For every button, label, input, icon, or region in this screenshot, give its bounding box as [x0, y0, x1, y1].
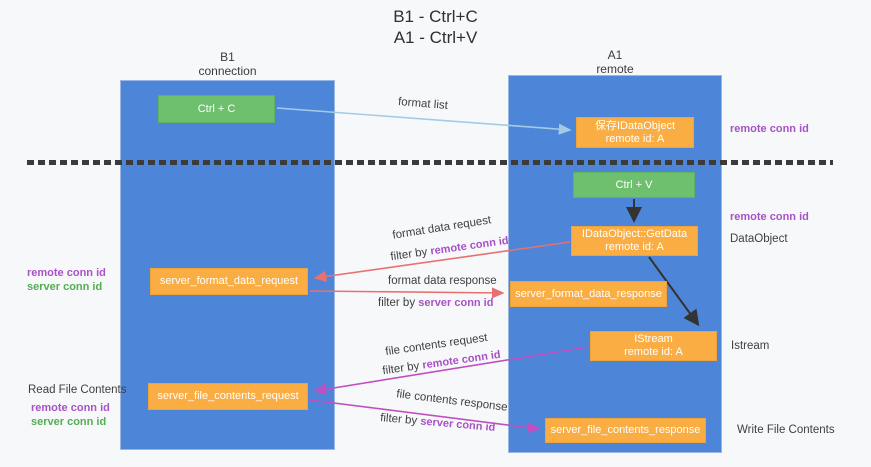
filter-by-text: filter by — [381, 359, 424, 378]
write-file-contents-annotation: Write File Contents — [737, 424, 835, 436]
diagram-title: B1 - Ctrl+C A1 - Ctrl+V — [0, 6, 871, 48]
ctrl-v-node: Ctrl + V — [573, 172, 695, 198]
conn-id-annotation-left-bottom: remote conn id server conn id — [31, 401, 110, 429]
getdata-node: IDataObject::GetData remote id: A — [571, 226, 698, 256]
server-file-contents-response-node: server_file_contents_response — [545, 418, 706, 443]
format-data-request-label: format data request — [391, 214, 493, 242]
title-line-2: A1 - Ctrl+V — [393, 28, 478, 47]
format-data-response-label: format data response — [388, 275, 497, 287]
lane-a1-name: A1 — [607, 48, 623, 62]
server-file-contents-request-node: server_file_contents_request — [148, 383, 308, 410]
remote-conn-id-text: remote conn id — [31, 402, 110, 414]
filter-by-text: filter by — [378, 297, 419, 309]
dataobject-annotation: DataObject — [730, 233, 788, 245]
server-conn-id-text: server conn id — [31, 416, 107, 428]
istream-annotation: Istream — [731, 340, 770, 352]
lane-header-b1: B1 connection — [120, 50, 335, 78]
filter-by-text: filter by — [379, 411, 421, 428]
lane-b1-name: B1 — [220, 50, 235, 64]
server-conn-id-text: server conn id — [419, 415, 496, 435]
file-contents-response-label: file contents response — [395, 388, 509, 414]
remote-conn-id-text: remote conn id — [421, 348, 502, 372]
ctrl-c-label: Ctrl + C — [197, 102, 236, 115]
remote-conn-id-text: remote conn id — [27, 267, 106, 279]
istream-label: IStream — [634, 333, 673, 345]
format-data-response-filter-label: filter by server conn id — [378, 297, 493, 309]
remote-conn-id-text: remote conn id — [429, 234, 510, 258]
server-format-data-request-node: server_format_data_request — [150, 268, 308, 295]
server-format-data-request-label: server_format_data_request — [159, 275, 299, 287]
file-contents-response-filter-label: filter by server conn id — [380, 412, 496, 434]
getdata-remote-id: remote id: A — [605, 241, 664, 253]
remote-conn-id-annotation-mid: remote conn id — [730, 211, 809, 223]
save-idataobject-remote-id: remote id: A — [605, 132, 665, 145]
remote-conn-id-annotation-top: remote conn id — [730, 123, 809, 135]
getdata-label: IDataObject::GetData — [581, 228, 688, 240]
server-conn-id-text: server conn id — [418, 297, 494, 309]
lane-b1-subtitle: connection — [198, 64, 257, 78]
server-format-data-response-node: server_format_data_response — [510, 281, 667, 307]
server-file-contents-response-label: server_file_contents_response — [550, 424, 701, 436]
lane-a1-subtitle: remote — [596, 62, 634, 76]
conn-id-annotation-left-top: remote conn id server conn id — [27, 266, 106, 294]
format-list-label: format list — [397, 96, 449, 112]
istream-remote-id: remote id: A — [624, 346, 683, 358]
title-line-1: B1 - Ctrl+C — [393, 7, 478, 26]
session-divider-line — [27, 160, 833, 165]
ctrl-c-node: Ctrl + C — [158, 95, 275, 123]
server-file-contents-request-label: server_file_contents_request — [157, 390, 299, 402]
lane-header-a1: A1 remote — [508, 48, 722, 76]
istream-node: IStream remote id: A — [590, 331, 717, 361]
save-idataobject-label: 保存IDataObject — [594, 119, 676, 132]
read-file-contents-annotation: Read File Contents — [28, 384, 127, 396]
ctrl-v-label: Ctrl + V — [615, 178, 653, 191]
server-format-data-response-label: server_format_data_response — [515, 287, 662, 300]
save-idataobject-node: 保存IDataObject remote id: A — [576, 117, 694, 148]
filter-by-text: filter by — [389, 245, 432, 264]
server-conn-id-text: server conn id — [27, 281, 103, 293]
format-data-response-arrow — [309, 287, 505, 299]
